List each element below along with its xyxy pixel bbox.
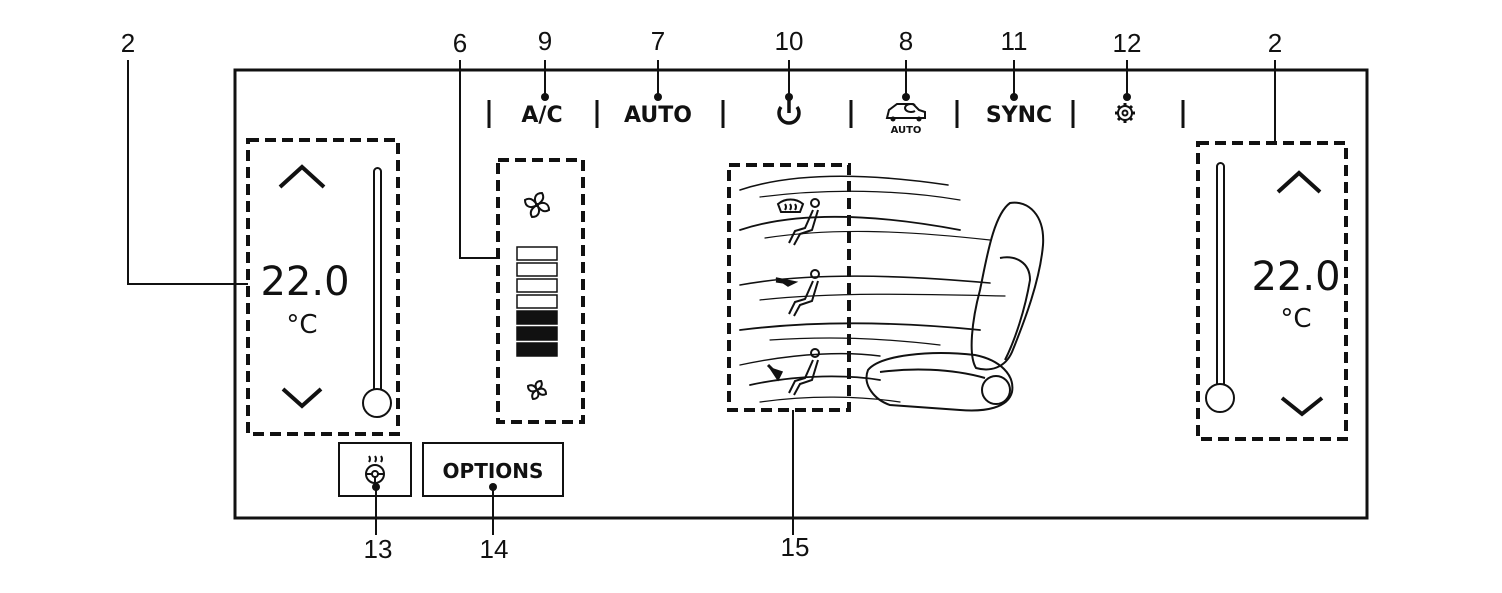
air-distribution-highlight	[727, 163, 851, 412]
left-slider-knob[interactable]	[362, 388, 392, 418]
fan-level-bar[interactable]	[516, 326, 558, 341]
airflow-streaks	[739, 175, 1006, 403]
fan-level-bar[interactable]	[516, 294, 558, 309]
defrost-mode-button[interactable]	[776, 198, 820, 246]
callout-9: 9	[538, 26, 552, 56]
fan-level-bar[interactable]	[516, 246, 558, 261]
seated-person-icon	[788, 269, 820, 317]
left-slider-track	[373, 167, 382, 395]
face-vent-mode-button[interactable]	[775, 269, 820, 317]
callout-labels: 2 6 9 7 10 8 11 12 2 13 14 15	[121, 26, 1282, 564]
left-temperature-slider[interactable]	[362, 167, 392, 418]
power-icon	[777, 105, 801, 125]
auto-button[interactable]: AUTO	[624, 103, 692, 128]
left-temperature-unit: °C	[286, 310, 317, 340]
gear-icon	[1115, 103, 1135, 123]
fan-level-bar[interactable]	[516, 278, 558, 293]
air-intake-auto-button[interactable]: AUTO	[885, 103, 926, 136]
callout-15: 15	[781, 532, 810, 562]
callout-6: 6	[453, 28, 467, 58]
windshield-defrost-icon	[776, 198, 805, 213]
callout-11: 11	[1001, 26, 1028, 56]
fan-zone-highlight	[496, 158, 585, 424]
right-slider-knob[interactable]	[1205, 383, 1235, 413]
left-temperature-zone: 22.0 °C	[246, 138, 400, 436]
fan-level-bar[interactable]	[516, 310, 558, 325]
callout-leaders	[127, 60, 1276, 535]
right-slider-track	[1216, 162, 1225, 390]
car-recirculation-icon	[885, 103, 926, 122]
foot-vent-mode-button[interactable]	[766, 348, 820, 396]
right-temperature-zone: 22.0 °C	[1196, 141, 1348, 441]
right-temperature-slider[interactable]	[1205, 162, 1235, 413]
right-temp-down-button[interactable]	[1280, 396, 1324, 417]
heated-steering-wheel-icon	[365, 455, 385, 484]
air-distribution-zone	[727, 163, 1045, 412]
callout-2-left: 2	[121, 28, 135, 58]
fan-low-icon[interactable]	[526, 379, 548, 401]
screen-frame	[233, 68, 1369, 520]
callout-10: 10	[775, 26, 804, 56]
fan-speed-control	[496, 158, 585, 424]
seated-person-icon	[788, 348, 820, 396]
left-temp-down-button[interactable]	[281, 387, 323, 409]
callout-13: 13	[364, 534, 393, 564]
left-zone-highlight	[246, 138, 400, 436]
options-button-label: OPTIONS	[443, 459, 544, 483]
air-intake-auto-label: AUTO	[891, 125, 922, 136]
fan-level-bar[interactable]	[516, 342, 558, 357]
callout-14: 14	[480, 534, 509, 564]
callout-7: 7	[651, 26, 665, 56]
fan-level-bar[interactable]	[516, 262, 558, 277]
callout-dots	[372, 93, 1131, 491]
settings-button[interactable]	[1115, 103, 1135, 123]
seat-illustration	[865, 201, 1045, 412]
top-bar: A/C AUTO AUTO SYNC	[487, 95, 1185, 136]
callout-8: 8	[899, 26, 913, 56]
right-temp-up-button[interactable]	[1276, 170, 1322, 194]
fan-level-bars[interactable]	[516, 246, 558, 357]
right-zone-highlight	[1196, 141, 1348, 441]
fan-high-icon[interactable]	[523, 191, 551, 219]
callout-12: 12	[1113, 28, 1142, 58]
ac-button[interactable]: A/C	[521, 103, 562, 128]
left-temperature-value: 22.0	[260, 259, 349, 305]
right-temperature-unit: °C	[1280, 304, 1311, 334]
right-temperature-value: 22.0	[1251, 254, 1340, 300]
left-temp-up-button[interactable]	[278, 164, 326, 189]
callout-2-right: 2	[1268, 28, 1282, 58]
sync-button[interactable]: SYNC	[986, 103, 1052, 128]
seated-person-icon	[788, 198, 820, 246]
